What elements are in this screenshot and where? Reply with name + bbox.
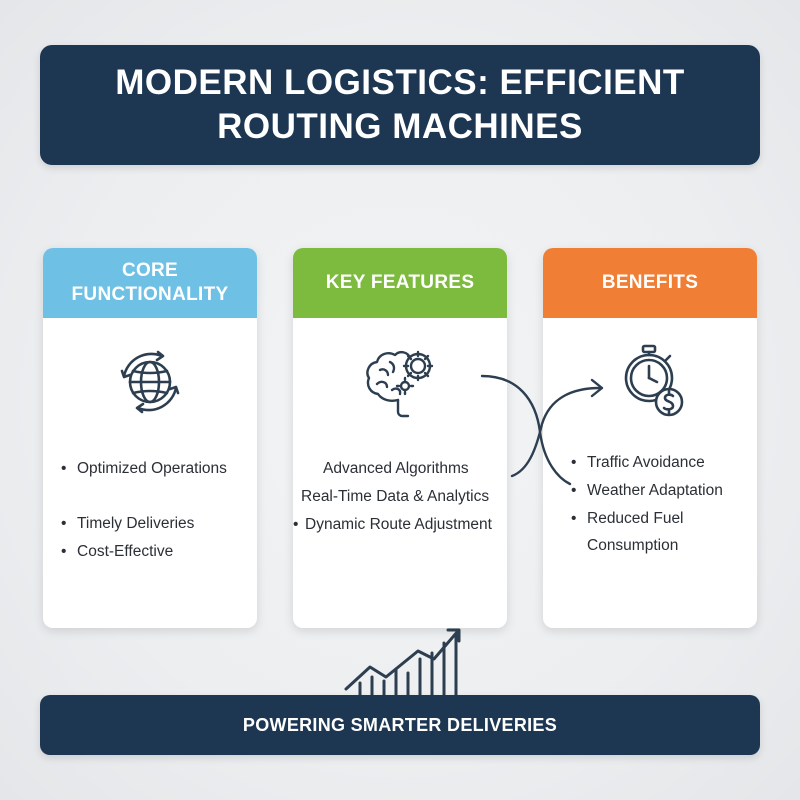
stopwatch-dollar-icon bbox=[624, 344, 684, 417]
list-item: Dynamic Route Adjustment bbox=[293, 514, 507, 536]
benefits-list: Traffic Avoidance Weather Adaptation Red… bbox=[571, 452, 723, 557]
card-header-benefits: BENEFITS bbox=[543, 248, 757, 318]
core-functionality-list: Optimized Operations Timely Deliveries C… bbox=[61, 458, 227, 563]
footer-tagline: POWERING SMARTER DELIVERIES bbox=[242, 714, 558, 735]
page-title: MODERN LOGISTICS: EFFICIENT ROUTING MACH… bbox=[115, 63, 685, 146]
card-header-key-features: KEY FEATURES bbox=[293, 248, 507, 318]
card-key-features: KEY FEATURES Advanced Algorithms Real-Ti… bbox=[293, 248, 507, 628]
card-benefits: BENEFITS Traffic Avoidance Weather Adapt… bbox=[543, 248, 757, 628]
list-item: Real-Time Data & Analytics bbox=[301, 488, 490, 505]
list-item: Weather Adaptation bbox=[571, 480, 723, 502]
globe-cycle-icon bbox=[120, 350, 180, 414]
card-header-core-functionality: CORE FUNCTIONALITY bbox=[43, 248, 257, 318]
brain-gear-icon bbox=[366, 350, 434, 418]
list-item: Reduced Fuel bbox=[571, 508, 723, 530]
list-item: Timely Deliveries bbox=[61, 513, 227, 535]
list-item: Consumption bbox=[587, 537, 679, 554]
list-item: Advanced Algorithms bbox=[323, 460, 469, 477]
key-features-list: Advanced Algorithms Real-Time Data & Ana… bbox=[293, 458, 507, 536]
growth-chart-icon bbox=[344, 628, 461, 697]
list-item: Cost-Effective bbox=[61, 541, 227, 563]
title-banner: MODERN LOGISTICS: EFFICIENT ROUTING MACH… bbox=[40, 45, 760, 165]
footer-banner: POWERING SMARTER DELIVERIES bbox=[40, 695, 760, 755]
list-item: Traffic Avoidance bbox=[571, 452, 723, 474]
card-core-functionality: CORE FUNCTIONALITY Optimized Operations … bbox=[43, 248, 257, 628]
list-item: Optimized Operations bbox=[61, 458, 227, 480]
